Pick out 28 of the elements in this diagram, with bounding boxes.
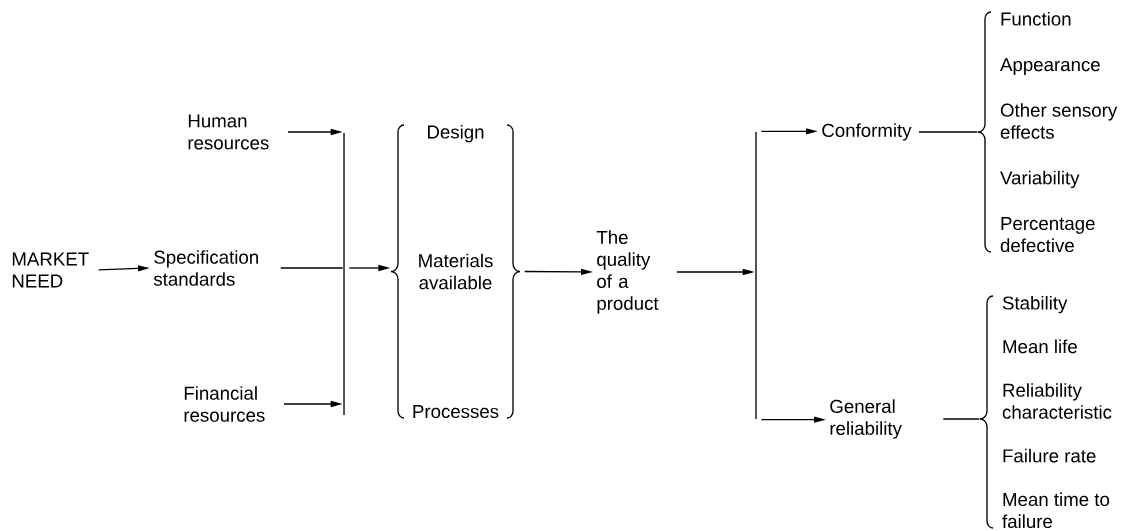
connector-line — [280, 267, 344, 269]
junction-line — [343, 133, 345, 415]
list-item: Mean life — [1003, 339, 1077, 354]
node-label: The quality of a product — [596, 230, 659, 314]
bracketed-list — [390, 124, 521, 419]
node-label: General reliability — [830, 399, 902, 439]
list-item: Materials available — [419, 253, 493, 290]
list-item: Other sensory effects — [1000, 103, 1118, 139]
node-label: Specification standards — [153, 250, 258, 286]
node-label: Conformity — [822, 123, 912, 141]
node-label: MARKET NEED — [12, 252, 89, 288]
list-item: Function — [1001, 11, 1071, 26]
list-item: Variability — [1000, 170, 1080, 189]
list-item: Percentage defective — [1000, 217, 1095, 253]
node-label: Human resources — [188, 114, 269, 150]
list-item: Processes — [413, 405, 499, 419]
list-item: Reliability characteristic — [1002, 383, 1112, 419]
connector-line — [918, 131, 978, 133]
list-item: Appearance — [1000, 58, 1100, 75]
connector-line — [942, 418, 980, 420]
node-label: Financial resources — [184, 386, 265, 422]
junction-line — [755, 132, 757, 419]
bracketed-list — [977, 11, 1118, 253]
list-item: Design — [428, 124, 484, 143]
list-item: Stability — [1002, 295, 1068, 314]
list-item: Failure rate — [1003, 448, 1096, 463]
bracketed-list — [979, 295, 1112, 529]
list-item: Mean time to failure — [1002, 492, 1110, 529]
